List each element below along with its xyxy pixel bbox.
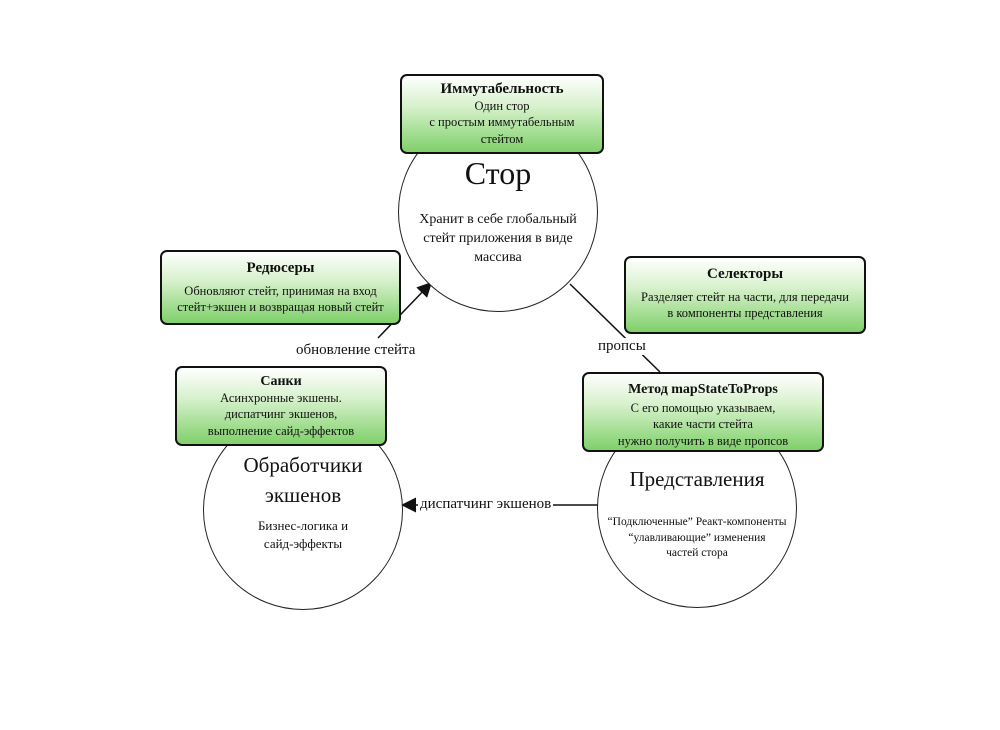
views-desc-line2: “улавливающие” изменения [628, 532, 766, 544]
store-title: Стор [464, 155, 532, 191]
props-label: пропсы [596, 338, 648, 355]
immutability-line3: стейтом [480, 131, 524, 146]
selectors-line1: Разделяет стейт на части, для передачи [641, 290, 849, 304]
handlers-title-line2: экшенов [264, 483, 342, 507]
thunks-line3: выполнение сайд-эффектов [207, 423, 355, 438]
handlers-desc-line2: сайд-эффекты [263, 536, 343, 551]
immutability-line2: с простым иммутабельным [429, 115, 575, 130]
handlers-desc-line1: Бизнес-логика и [257, 518, 349, 533]
store-description: Хранит в себе глобальный стейт приложени… [419, 212, 577, 265]
selectors-line2: в компоненты представления [667, 306, 823, 321]
immutability-title: Иммутабельность [440, 81, 564, 97]
mapstatetoprops-line3: нужно получить в виде пропсов [617, 433, 789, 448]
mapstatetoprops-title: Метод mapStateToProps [628, 382, 778, 397]
reducers-line1: Обновляют стейт, принимая на вход [184, 284, 377, 298]
thunks-line2: диспатчинг экшенов, [224, 407, 338, 422]
thunks-box: Санки Асинхронные экшены. диспатчинг экш… [175, 366, 387, 446]
selectors-box: Селекторы Разделяет стейт на части, для … [624, 256, 866, 334]
views-title: Представления [629, 467, 765, 491]
immutability-box: Иммутабельность Один стор с простым имму… [400, 74, 604, 154]
thunks-line1: Асинхронные экшены. [220, 391, 342, 405]
views-desc-line3: частей стора [666, 547, 728, 559]
props-line [569, 283, 661, 373]
views-desc-line1: “Подключенные” Реакт-компоненты [607, 516, 787, 528]
mapstatetoprops-line1: С его помощью указываем, [630, 401, 776, 415]
update-state-arrow [377, 281, 433, 339]
handlers-title-line1: Обработчики [243, 453, 363, 477]
thunks-title: Санки [260, 374, 302, 389]
mapstatetoprops-line2: какие части стейта [653, 417, 753, 432]
immutability-line1: Один стор [474, 99, 530, 113]
reducers-line2: стейт+экшен и возвращая новый стейт [177, 300, 384, 315]
reducers-box: Редюсеры Обновляют стейт, принимая на вх… [160, 250, 401, 325]
mapstatetoprops-box: Метод mapStateToProps С его помощью указ… [582, 372, 824, 452]
update-state-label: обновление стейта [294, 342, 418, 359]
dispatch-label: диспатчинг экшенов [418, 496, 554, 513]
reducers-title: Редюсеры [246, 260, 315, 276]
selectors-title: Селекторы [706, 266, 784, 282]
